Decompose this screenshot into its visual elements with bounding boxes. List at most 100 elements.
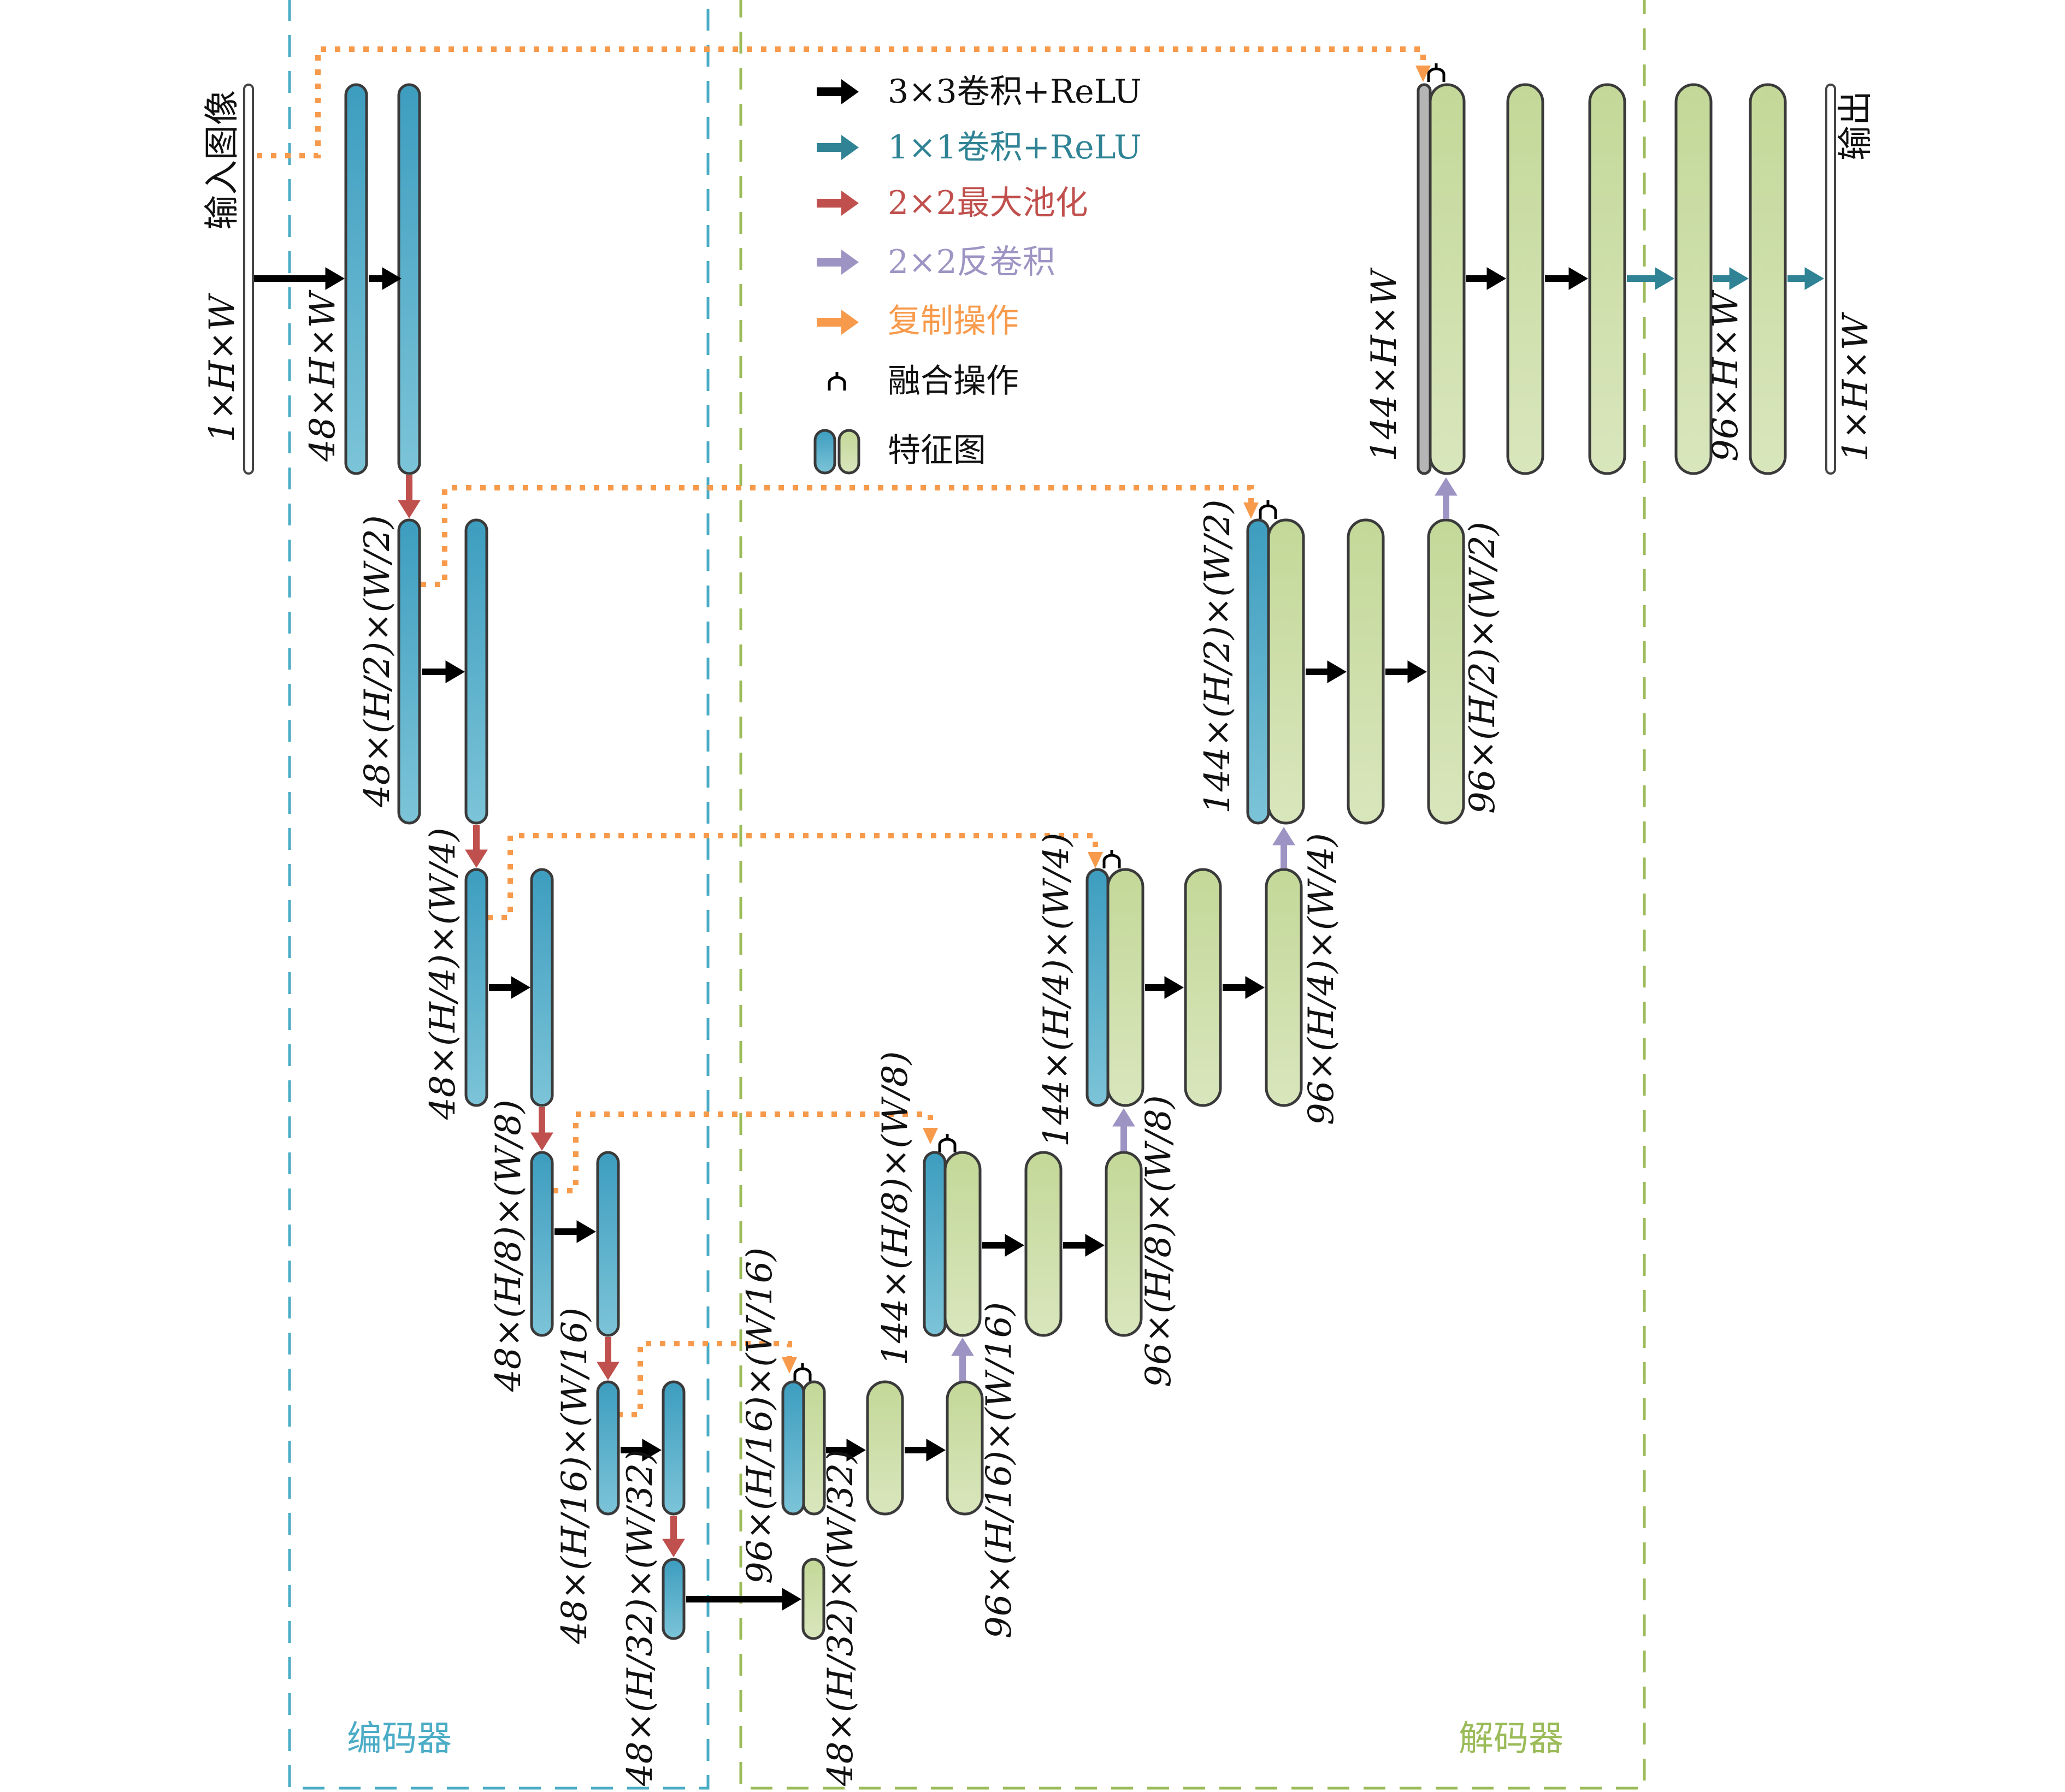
legend: 3×3卷积+ReLU 1×1卷积+ReLU 2×2最大池化 2×2反卷积 复制操… bbox=[813, 73, 1142, 475]
feature-map-dec2c bbox=[1427, 518, 1465, 825]
deconv-arrows bbox=[951, 477, 1458, 1381]
arrow-dec5a-head bbox=[846, 1439, 866, 1462]
label-enc2: 48×(H/2)×(W/2) bbox=[357, 515, 398, 808]
decoder-label: 解码器 bbox=[1459, 1719, 1564, 1759]
label-enc6: 48×(H/32)×(W/32) bbox=[620, 1450, 660, 1787]
arrow-dec4b-head bbox=[1085, 1234, 1105, 1257]
feature-map-dec4b bbox=[1024, 1151, 1063, 1337]
feature-map-enc1a bbox=[344, 83, 368, 475]
arrow-enc4-head bbox=[576, 1220, 596, 1243]
arrow-up-2-head bbox=[1435, 477, 1458, 496]
feature-map-dec1-copy bbox=[1417, 83, 1432, 475]
legend-feature-blue-icon bbox=[813, 429, 836, 475]
copy-line-4 bbox=[553, 1111, 933, 1193]
legend-purple-arrow-icon bbox=[817, 250, 859, 275]
feature-map-dec5-copy bbox=[781, 1380, 805, 1516]
copy-connections bbox=[257, 46, 1426, 1417]
arrow-pool-3-head bbox=[530, 1132, 553, 1151]
input-image-bar bbox=[243, 84, 254, 475]
merge-icon-3 bbox=[1102, 850, 1121, 868]
copy-line-1 bbox=[257, 46, 1426, 158]
legend-copy: 复制操作 bbox=[888, 302, 1019, 340]
merge-symbols bbox=[793, 63, 1446, 1382]
label-enc1: 48×H×W bbox=[303, 289, 343, 463]
arrow-enc5-head bbox=[642, 1439, 662, 1462]
arrow-dec2a-head bbox=[1327, 660, 1347, 683]
feature-map-enc4b bbox=[596, 1151, 620, 1337]
feature-map-enc3a bbox=[464, 868, 488, 1107]
label-input-title: 输入图像 bbox=[202, 90, 243, 230]
feature-map-enc6 bbox=[662, 1558, 686, 1640]
legend-feature-map: 特征图 bbox=[888, 431, 986, 470]
encoder-feature-maps bbox=[344, 83, 686, 1640]
arrow-pool-4-head bbox=[597, 1362, 620, 1380]
feature-map-dec1b bbox=[1506, 83, 1544, 475]
label-dec0: 48×(H/32)×(W/32) bbox=[821, 1450, 861, 1787]
feature-map-dec3-up bbox=[1106, 868, 1144, 1107]
copy-line-3 bbox=[487, 833, 1098, 920]
copy-line-5 bbox=[617, 1341, 792, 1417]
copy-head-1 bbox=[1415, 66, 1431, 82]
dimension-labels: 输入图像 1×H×W 48×H×W 48×(H/2)×(W/2) 48×(H/4… bbox=[202, 90, 1876, 1787]
copy-line-2 bbox=[421, 485, 1254, 587]
merge-icon-1 bbox=[1427, 63, 1446, 82]
arrow-dec4a-head bbox=[1005, 1234, 1024, 1257]
feature-map-dec5c bbox=[946, 1380, 984, 1516]
feature-map-dec1c bbox=[1588, 83, 1626, 475]
arrow-teal-3-head bbox=[1804, 267, 1824, 290]
label-dec3b: 96×(H/4)×(W/4) bbox=[1301, 833, 1342, 1125]
merge-icon-5 bbox=[793, 1363, 812, 1382]
feature-map-dec3-copy bbox=[1085, 868, 1110, 1107]
arrow-pool-5-head bbox=[662, 1539, 685, 1557]
label-dec4b: 96×(H/8)×(W/8) bbox=[1138, 1095, 1179, 1387]
arrow-up-4-head bbox=[1112, 1108, 1135, 1127]
legend-merge: 融合操作 bbox=[888, 362, 1019, 400]
feature-map-dec1e bbox=[1749, 83, 1787, 475]
decoder-feature-maps bbox=[781, 83, 1787, 1640]
arrow-teal-2-head bbox=[1729, 267, 1749, 290]
label-dec5a: 96×(H/16)×(W/16) bbox=[740, 1247, 780, 1584]
feature-map-dec0 bbox=[801, 1558, 825, 1640]
arrow-dec3a-head bbox=[1164, 976, 1184, 999]
label-dec1b: 96×H×W bbox=[1706, 289, 1746, 462]
label-enc5: 48×(H/16)×(W/16) bbox=[554, 1308, 595, 1645]
feature-map-enc1b bbox=[397, 83, 421, 475]
feature-map-dec2-copy bbox=[1246, 518, 1270, 825]
output-image-bar bbox=[1825, 84, 1836, 475]
feature-map-enc5a bbox=[596, 1380, 620, 1516]
arrow-dec2b-head bbox=[1407, 660, 1427, 683]
legend-deconv: 2×2反卷积 bbox=[888, 243, 1055, 281]
feature-map-enc2a bbox=[397, 518, 421, 825]
conv1x1-arrows bbox=[1627, 267, 1824, 290]
arrow-pool-2-head bbox=[465, 849, 488, 868]
feature-map-enc2b bbox=[464, 518, 488, 825]
label-dec2b: 96×(H/2)×(W/2) bbox=[1462, 522, 1503, 814]
label-dec5b: 96×(H/16)×(W/16) bbox=[979, 1302, 1019, 1639]
copy-head-5 bbox=[782, 1357, 797, 1374]
encoder-box bbox=[288, 0, 710, 1790]
feature-map-enc3b bbox=[530, 868, 554, 1107]
feature-map-enc5b bbox=[662, 1380, 686, 1516]
feature-map-dec2-up bbox=[1267, 518, 1305, 825]
label-output-title: 输出 bbox=[1836, 91, 1876, 161]
legend-teal-arrow-icon bbox=[817, 135, 859, 160]
decoder-box bbox=[739, 0, 1646, 1790]
merge-icon-4 bbox=[938, 1134, 957, 1152]
conv-arrows bbox=[254, 267, 1588, 1611]
label-input-size: 1×H×W bbox=[202, 292, 243, 442]
arrow-dec1b-head bbox=[1568, 267, 1588, 290]
legend-feature-green-icon bbox=[837, 429, 860, 475]
feature-map-dec4-copy bbox=[923, 1151, 947, 1337]
arrow-enc2-head bbox=[445, 660, 465, 683]
arrow-up-5-head bbox=[951, 1338, 974, 1356]
legend-orange-arrow-icon bbox=[817, 310, 859, 335]
legend-red-arrow-icon bbox=[817, 191, 859, 216]
arrow-enc3-head bbox=[511, 976, 530, 999]
encoder-label: 编码器 bbox=[347, 1719, 452, 1759]
arrow-up-3-head bbox=[1272, 827, 1295, 845]
label-dec2a: 144×(H/2)×(W/2) bbox=[1197, 500, 1238, 814]
arrow-input-head bbox=[325, 267, 345, 290]
copy-arrowheads bbox=[782, 66, 1431, 1374]
arrow-dec3b-head bbox=[1245, 976, 1265, 999]
